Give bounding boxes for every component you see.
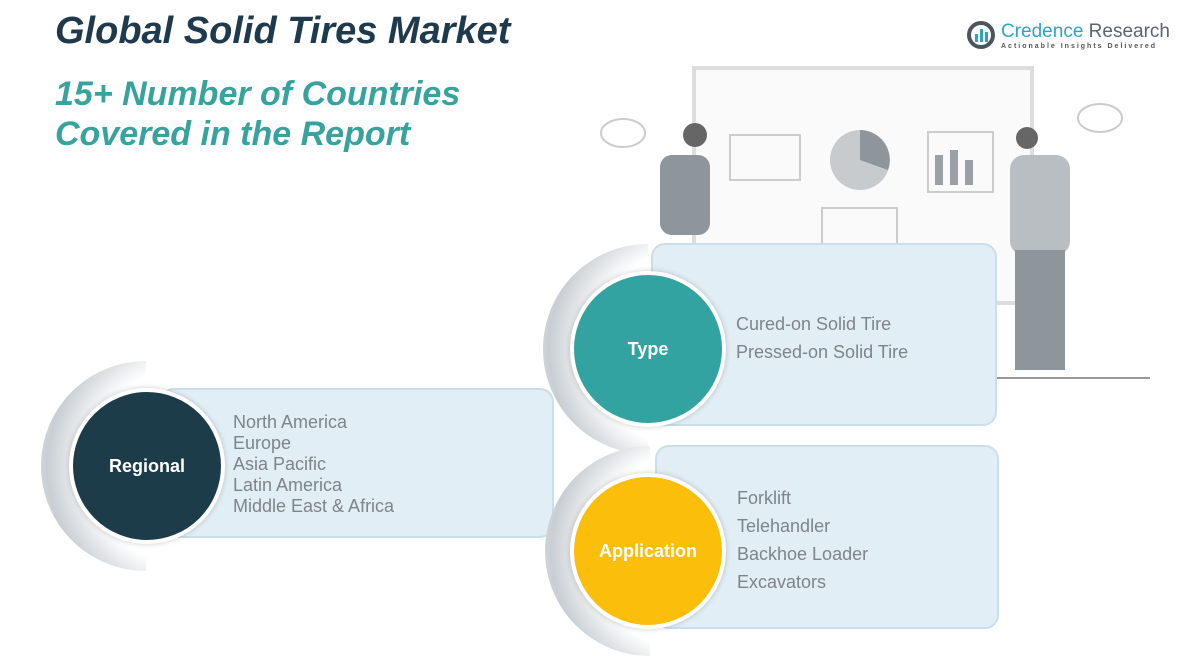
page-title: Global Solid Tires Market [55, 10, 511, 52]
regional-box [160, 388, 554, 538]
application-item: Backhoe Loader [737, 544, 869, 564]
regional-item: Asia Pacific [233, 454, 327, 474]
logo-name-1: Credence [1001, 20, 1084, 42]
application-circle: Application [570, 473, 726, 629]
regional-label: Regional [108, 455, 185, 476]
application-item: Forklift [737, 488, 791, 508]
regional-item: Latin America [233, 475, 343, 495]
logo-tagline: Actionable Insights Delivered [1001, 42, 1158, 50]
regional-item: North America [233, 412, 348, 432]
logo: Credence Research Actionable Insights De… [966, 20, 1170, 50]
regional-circle: Regional [69, 388, 225, 544]
regional-item: Middle East & Africa [233, 496, 395, 516]
application-items: Forklift Telehandler Backhoe Loader Exca… [737, 484, 868, 596]
logo-name-2: Research [1083, 20, 1170, 42]
application-item: Telehandler [737, 516, 831, 536]
application-label: Application [599, 540, 697, 561]
type-circle: Type [570, 271, 726, 427]
logo-chart-icon [967, 21, 995, 49]
type-item: Pressed-on Solid Tire [736, 342, 909, 362]
regional-items: North America Europe Asia Pacific Latin … [233, 412, 394, 517]
subtitle-line-2: Covered in the Report [55, 115, 411, 153]
subtitle: 15+ Number of Countries Covered in the R… [55, 74, 460, 154]
subtitle-line-1: 15+ Number of Countries [55, 75, 461, 113]
type-label: Type [627, 338, 669, 359]
type-item: Cured-on Solid Tire [736, 314, 892, 334]
application-item: Excavators [737, 572, 827, 592]
type-items: Cured-on Solid Tire Pressed-on Solid Tir… [736, 310, 908, 366]
regional-item: Europe [233, 433, 292, 453]
